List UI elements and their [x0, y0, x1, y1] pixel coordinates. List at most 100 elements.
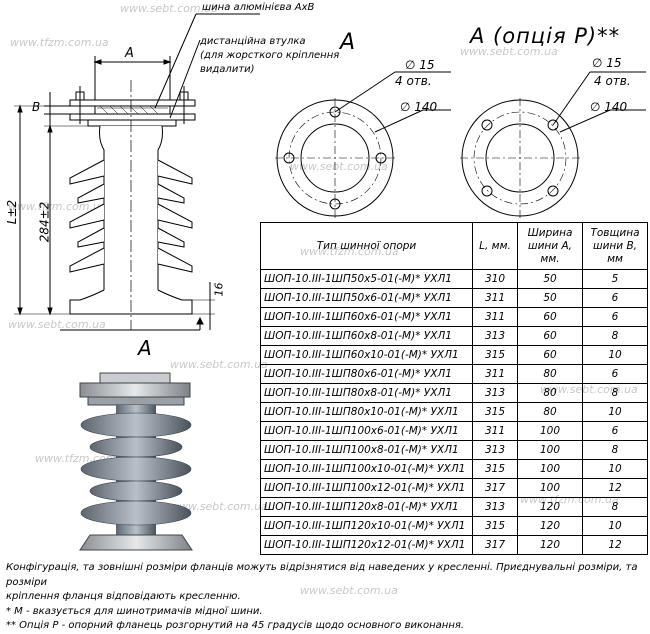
cell-type: ШОП-10.ІІІ-1ШП80х6-01(-М)* УХЛ1	[260, 364, 473, 384]
watermark: www.sebt.com.ua	[120, 2, 218, 15]
cell-B: 6	[582, 364, 648, 384]
cell-B: 12	[582, 478, 648, 498]
insulator-photo	[79, 372, 193, 551]
spacer-label: (для жорсткого кріплення	[200, 50, 340, 61]
cell-L: 313	[472, 383, 518, 403]
view-a-circle-d: ∅ 140	[400, 100, 438, 114]
flange-view-p	[460, 71, 646, 218]
cell-A: 50	[517, 269, 583, 289]
watermark: www.sebt.com.ua	[290, 160, 388, 173]
view-a-hole-d: ∅ 15	[405, 58, 435, 72]
cell-A: 80	[517, 364, 583, 384]
cell-B: 8	[582, 497, 648, 517]
watermark: www.sebt.com.ua	[8, 318, 106, 331]
cell-B: 10	[582, 459, 648, 479]
dim-a-label: А	[125, 46, 134, 61]
busbar-label: шина алюмінієва АхВ	[202, 2, 315, 13]
watermark: www.tfzm.com.ua	[8, 200, 107, 213]
cell-B: 6	[582, 421, 648, 441]
section-a-label: А	[138, 336, 152, 360]
spacer-label: видалити)	[200, 64, 255, 75]
cell-type: ШОП-10.ІІІ-1ШП60х10-01(-М)* УХЛ1	[260, 345, 473, 365]
cell-L: 317	[472, 478, 518, 498]
cell-L: 313	[472, 326, 518, 346]
cell-L: 311	[472, 307, 518, 327]
cell-B: 8	[582, 326, 648, 346]
watermark: www.sebt.com.ua	[170, 358, 268, 371]
cell-A: 60	[517, 307, 583, 327]
cell-type: ШОП-10.ІІІ-1ШП120х10-01(-М)* УХЛ1	[260, 516, 473, 536]
cell-A: 60	[517, 326, 583, 346]
cell-B: 8	[582, 440, 648, 460]
col-type-header: Тип шинної опори	[260, 222, 473, 270]
cell-L: 315	[472, 402, 518, 422]
note-line: кріплення фланця відповідають кресленню.	[6, 591, 241, 602]
view-p-circle-d: ∅ 140	[590, 100, 628, 114]
cell-B: 8	[582, 383, 648, 403]
cell-L: 317	[472, 535, 518, 555]
cell-L: 313	[472, 440, 518, 460]
cell-L: 313	[472, 497, 518, 517]
cell-B: 6	[582, 307, 648, 327]
view-p-holes: 4 отв.	[594, 74, 631, 88]
cell-A: 120	[517, 535, 583, 555]
cell-A: 120	[517, 497, 583, 517]
notes: Конфігурація, та зовнішні розміри фланці…	[6, 561, 646, 634]
note-line: * М - вказується для шинотримачів мідної…	[6, 605, 263, 617]
flange-view-a	[275, 71, 451, 218]
dim-284-label: 284±2	[37, 201, 52, 243]
cell-type: ШОП-10.ІІІ-1ШП100х10-01(-М)* УХЛ1	[260, 459, 473, 479]
cell-A: 100	[517, 421, 583, 441]
cell-A: 100	[517, 440, 583, 460]
cell-type: ШОП-10.ІІІ-1ШП80х8-01(-М)* УХЛ1	[260, 383, 473, 403]
cell-type: ШОП-10.ІІІ-1ШП80х10-01(-М)* УХЛ1	[260, 402, 473, 422]
cell-A: 100	[517, 459, 583, 479]
watermark: www.sebt.com.ua	[300, 584, 398, 597]
view-p-title: А (опція Р)**	[470, 24, 621, 48]
cell-B: 12	[582, 535, 648, 555]
cell-type: ШОП-10.ІІІ-1ШП50х5-01(-М)* УХЛ1	[260, 269, 473, 289]
watermark: www.sebt.com.ua	[170, 500, 268, 513]
cell-type: ШОП-10.ІІІ-1ШП120х12-01(-М)* УХЛ1	[260, 535, 473, 555]
cell-type: ШОП-10.ІІІ-1ШП100х8-01(-М)* УХЛ1	[260, 440, 473, 460]
cell-B: 10	[582, 345, 648, 365]
cell-type: ШОП-10.ІІІ-1ШП100х6-01(-М)* УХЛ1	[260, 421, 473, 441]
cell-L: 315	[472, 459, 518, 479]
cell-type: ШОП-10.ІІІ-1ШП50х6-01(-М)* УХЛ1	[260, 288, 473, 308]
view-p-hole-d: ∅ 15	[592, 56, 622, 70]
cell-L: 315	[472, 345, 518, 365]
watermark: www.sebt.com.ua	[460, 45, 558, 58]
insulator-drawing	[14, 13, 260, 331]
note-line: ** Опція Р - опорний фланець розгорнутий…	[6, 620, 465, 631]
cell-A: 80	[517, 402, 583, 422]
cell-B: 10	[582, 516, 648, 536]
note-line: Конфігурація, та зовнішні розміри фланці…	[6, 562, 638, 588]
cell-L: 315	[472, 516, 518, 536]
view-a-title: А	[340, 30, 356, 55]
cell-A: 100	[517, 478, 583, 498]
dim-b-label: В	[32, 100, 41, 114]
cell-type: ШОП-10.ІІІ-1ШП60х8-01(-М)* УХЛ1	[260, 326, 473, 346]
cell-A: 120	[517, 516, 583, 536]
dim-16-label: 16	[212, 282, 226, 297]
cell-A: 80	[517, 383, 583, 403]
cell-L: 311	[472, 288, 518, 308]
cell-type: ШОП-10.ІІІ-1ШП60х6-01(-М)* УХЛ1	[260, 307, 473, 327]
cell-L: 311	[472, 421, 518, 441]
view-a-holes: 4 отв.	[395, 74, 432, 88]
cell-A: 60	[517, 345, 583, 365]
